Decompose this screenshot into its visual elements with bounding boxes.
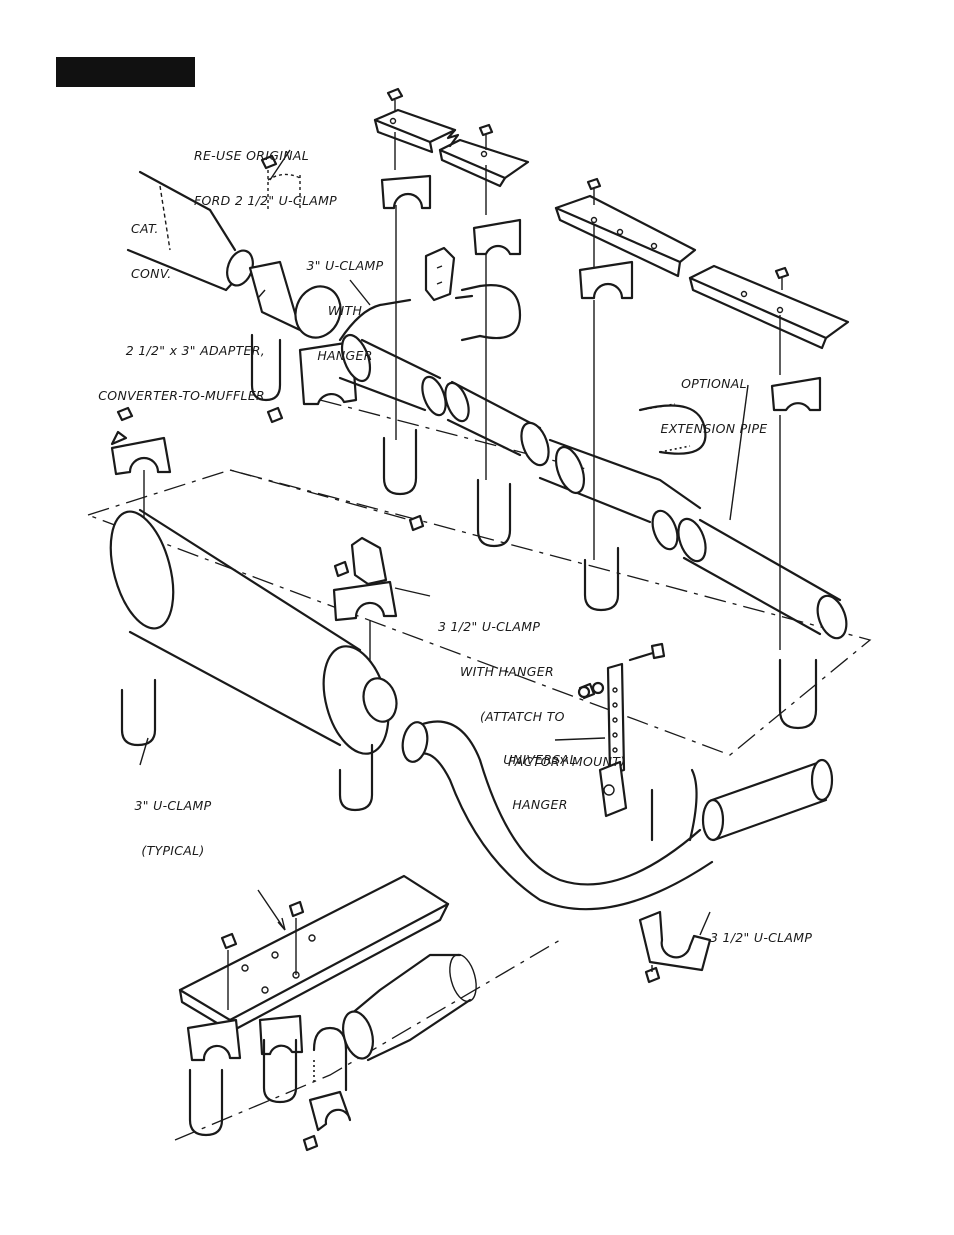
catalytic-converter xyxy=(126,170,342,339)
saddle-clamps-top xyxy=(110,174,822,476)
nuts xyxy=(116,406,661,1152)
tailpipe xyxy=(401,720,834,911)
label-cat-conv: CAT. CONV. xyxy=(131,221,172,281)
hardware-details xyxy=(260,154,481,341)
exhaust-tip xyxy=(342,953,477,1062)
muffler xyxy=(109,508,398,755)
label-universal-hanger: UNIVERSAL HANGER xyxy=(503,752,577,812)
label-u-clamp-3in-with-hanger: 3" U-CLAMP WITH HANGER xyxy=(306,258,384,363)
section-tab xyxy=(56,57,195,87)
crossmember-top-right xyxy=(554,177,850,350)
front-pipe xyxy=(338,333,702,551)
label-reuse-ford-clamp: RE-USE ORIGINAL FORD 2 1/2" U-CLAMP xyxy=(194,148,338,208)
label-optional-extension-pipe: OPTIONAL EXTENSION PIPE xyxy=(660,376,768,436)
label-adapter: 2 1/2" x 3" ADAPTER, CONVERTER-TO-MUFFLE… xyxy=(98,343,265,403)
rear-bracket-assembly xyxy=(178,874,450,1137)
u-bolts xyxy=(120,333,818,842)
label-u-clamp-3-5in: 3 1/2" U-CLAMP xyxy=(710,930,813,945)
optional-extension-pipe xyxy=(677,384,848,640)
label-u-clamp-3in-typical: 3" U-CLAMP (TYPICAL) xyxy=(134,798,212,858)
universal-hanger xyxy=(577,642,666,818)
u-clamp-3in-with-hanger xyxy=(298,246,522,406)
crossmember-top-left xyxy=(373,87,530,188)
leader-arrows xyxy=(139,149,711,936)
label-u-clamp-3-5in-with-hanger: 3 1/2" U-CLAMP WITH HANGER (ATTATCH TO F… xyxy=(438,619,626,769)
u-clamp-3-5in-bottom xyxy=(638,910,712,972)
u-clamp-3-5in-with-hanger xyxy=(332,536,398,622)
